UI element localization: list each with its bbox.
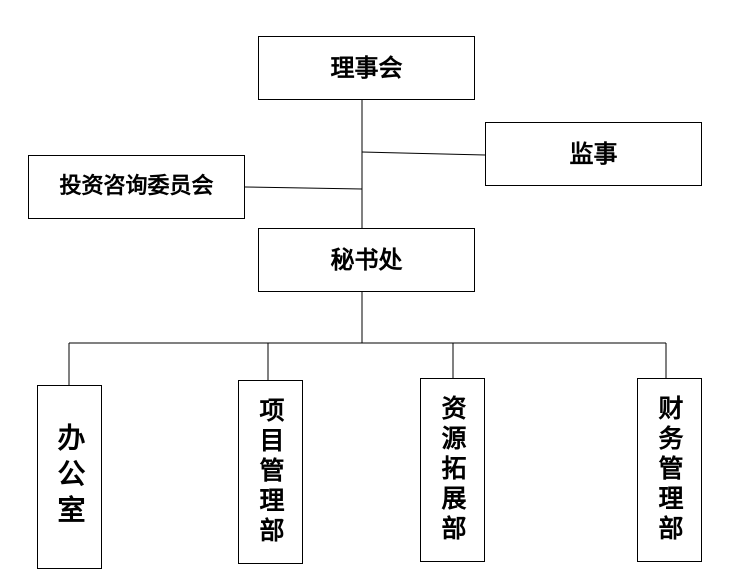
- node-council: 理事会: [258, 36, 475, 100]
- node-council-label: 理事会: [330, 54, 403, 82]
- connector-council-supervisor: [361, 151, 486, 156]
- node-resource-department-label: 资源拓展部: [438, 395, 467, 545]
- node-secretariat: 秘书处: [258, 228, 475, 292]
- node-resource-department: 资源拓展部: [420, 378, 485, 562]
- node-secretariat-label: 秘书处: [330, 246, 403, 274]
- node-supervisor-label: 监事: [569, 140, 618, 168]
- node-supervisor: 监事: [485, 122, 702, 186]
- connector-council-investment-committee: [244, 186, 363, 190]
- node-project-department: 项目管理部: [238, 380, 303, 564]
- node-office: 办公室: [37, 385, 102, 569]
- node-investment-committee-label: 投资咨询委员会: [59, 174, 214, 199]
- node-finance-department-label: 财务管理部: [655, 395, 684, 545]
- node-finance-department: 财务管理部: [637, 378, 702, 562]
- node-project-department-label: 项目管理部: [256, 397, 285, 547]
- node-office-label: 办公室: [53, 423, 87, 531]
- node-investment-committee: 投资咨询委员会: [28, 155, 245, 219]
